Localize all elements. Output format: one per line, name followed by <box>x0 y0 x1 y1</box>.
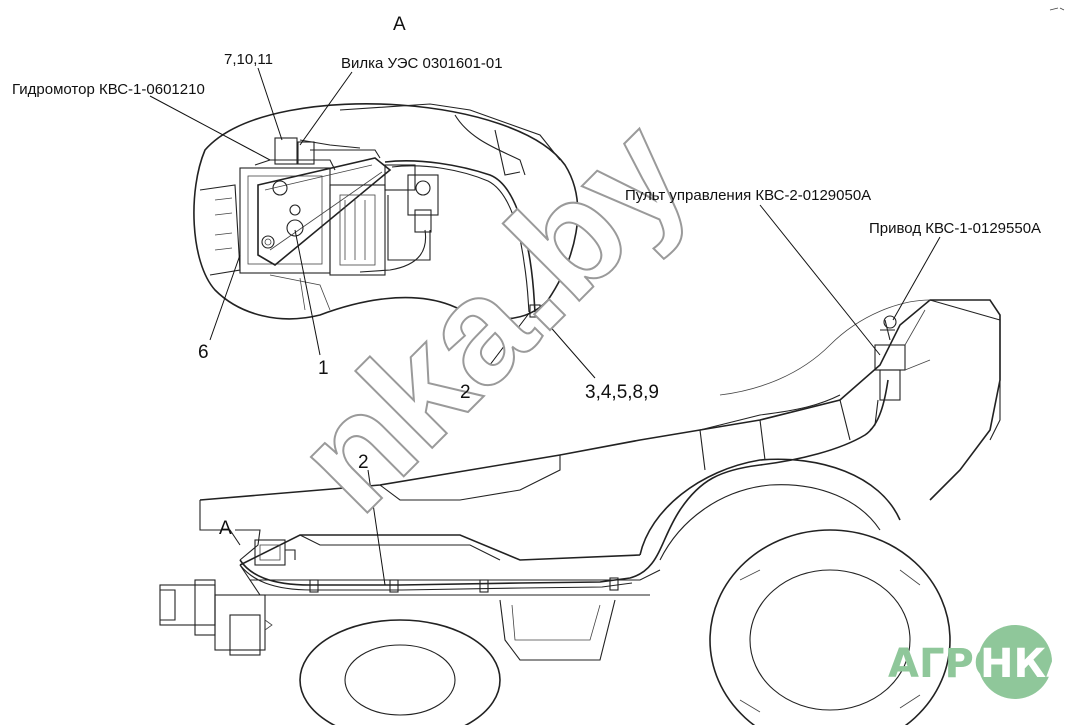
label-drive: Привод КВС-1-0129550А <box>869 220 1041 237</box>
label-part-6: 6 <box>198 342 209 363</box>
view-a-title: А <box>393 14 406 35</box>
tractor-view <box>159 299 1001 725</box>
logo-circle <box>978 625 1052 699</box>
label-parts-3-4-5-8-9: 3,4,5,8,9 <box>585 382 659 403</box>
leader-lines <box>149 67 941 586</box>
logo-text-nka: НКА <box>980 641 1067 687</box>
detail-view-a <box>193 103 579 320</box>
label-part-2-lower: 2 <box>358 452 369 473</box>
watermark-text: nka.by <box>264 88 719 543</box>
label-part-1: 1 <box>318 358 329 379</box>
label-part-2-upper: 2 <box>460 382 471 403</box>
agro-nka-logo: АГРО НКА <box>888 625 1067 699</box>
label-parts-7-10-11: 7,10,11 <box>224 51 273 68</box>
label-hydromotor: Гидромотор КВС-1-0601210 <box>12 81 205 98</box>
view-a-marker: А <box>219 518 232 539</box>
watermark: nka.by <box>263 87 720 544</box>
label-control-panel: Пульт управления КВС-2-0129050А <box>625 187 871 204</box>
corner-mark <box>1049 7 1065 11</box>
label-fork: Вилка УЭС 0301601-01 <box>341 55 503 72</box>
